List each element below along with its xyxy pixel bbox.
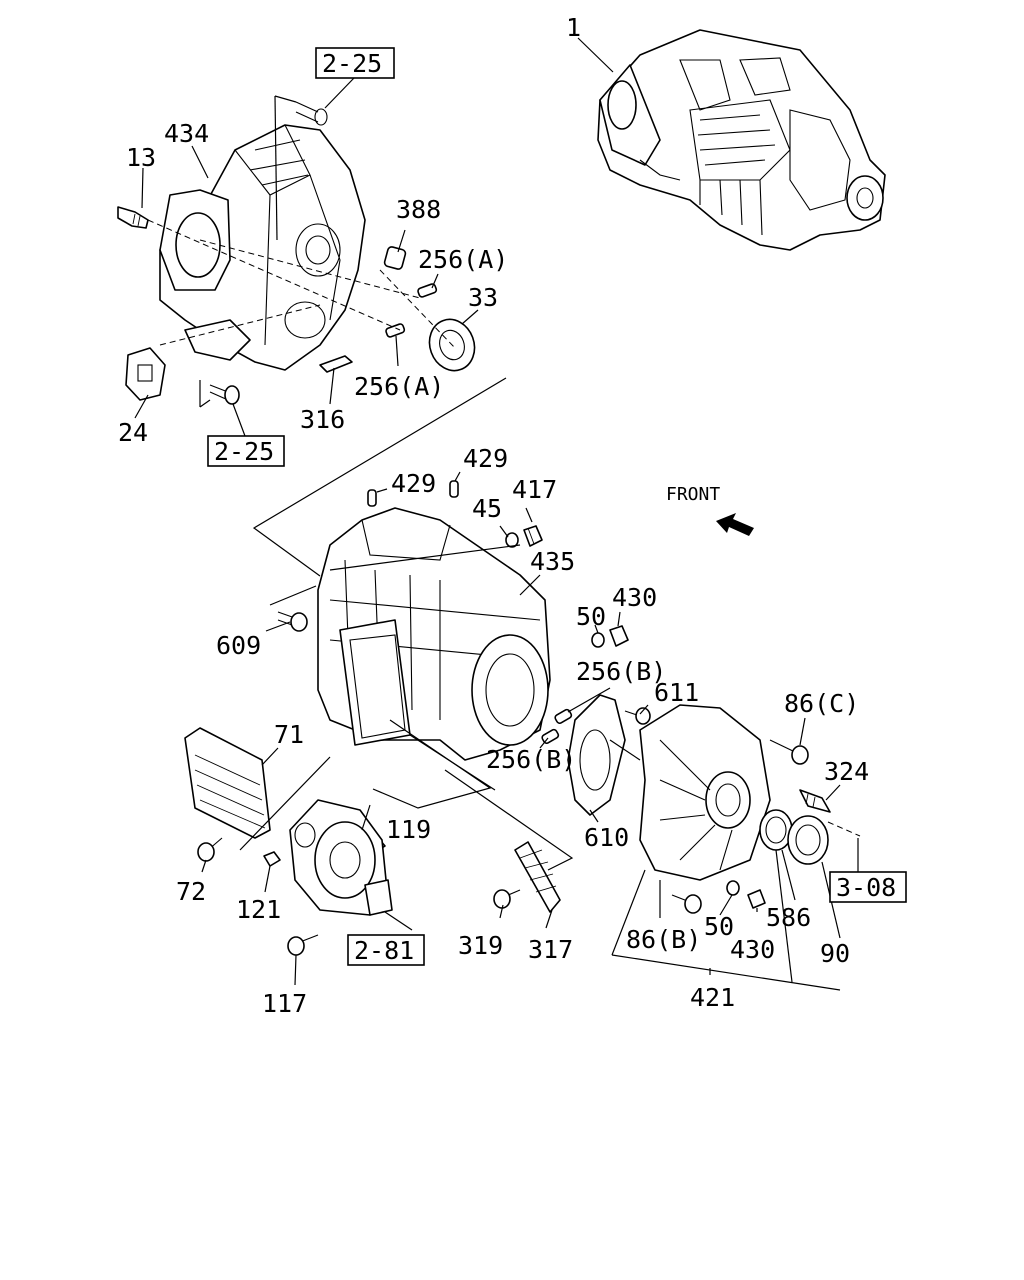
- bushing-388: [383, 246, 407, 270]
- ref-281-label: 2-81: [354, 936, 414, 965]
- callout-90: 90: [820, 939, 850, 968]
- main-case: [317, 507, 551, 761]
- callout-45: 45: [472, 494, 502, 523]
- bolt-13: [117, 206, 149, 229]
- bolt-ref-top: [295, 101, 319, 123]
- nut-121: [263, 851, 281, 867]
- transmission-assembly: [597, 29, 886, 251]
- callout-256b-top: 256(B): [576, 657, 666, 686]
- pto-unit: [289, 799, 393, 916]
- bolt-86b: [671, 894, 702, 914]
- callout-316: 316: [300, 405, 345, 434]
- pin-429-right: [449, 480, 459, 498]
- plug-430-bottom: [747, 889, 766, 909]
- callout-labels: 1 434 13 388 256(A) 33 256(A) 316 24 429…: [118, 13, 869, 1018]
- ref-box-225-bottom[interactable]: 2-25: [207, 435, 285, 467]
- plug-324: [799, 789, 831, 813]
- pin-256a-bottom: [385, 323, 406, 338]
- ref-box-308[interactable]: 3-08: [829, 871, 907, 903]
- side-cover-71: [184, 727, 271, 839]
- washer-50-bottom: [726, 880, 740, 896]
- callout-324: 324: [824, 757, 869, 786]
- rear-cover: [639, 704, 771, 881]
- bolt-ref-top-head: [314, 108, 328, 126]
- pin-429-left: [367, 489, 377, 507]
- callout-256a-top: 256(A): [418, 245, 508, 274]
- callout-421: 421: [690, 983, 735, 1012]
- bolt-319: [493, 889, 521, 909]
- callout-319: 319: [458, 931, 503, 960]
- plug-430-top: [609, 625, 629, 647]
- leader-lines: [134, 37, 859, 991]
- bolt-611: [624, 707, 651, 725]
- callout-256a-bottom: 256(A): [354, 372, 444, 401]
- bolt-72: [197, 837, 223, 862]
- callout-388: 388: [396, 195, 441, 224]
- bolt-ref-308: [827, 821, 861, 837]
- pin-256b-bottom: [541, 728, 560, 745]
- ref-308-label: 3-08: [836, 873, 896, 902]
- callout-86c: 86(C): [784, 689, 859, 718]
- ring-586: [759, 809, 793, 851]
- callout-609: 609: [216, 631, 261, 660]
- callout-430-bottom: 430: [730, 935, 775, 964]
- pin-256a-top: [417, 283, 438, 298]
- ref-box-281[interactable]: 2-81: [347, 934, 425, 966]
- callout-24: 24: [118, 418, 148, 447]
- ref-225-top-label: 2-25: [322, 49, 382, 78]
- callout-429-left: 429: [391, 469, 436, 498]
- callout-86b: 86(B): [626, 925, 701, 954]
- pin-256b-top: [554, 708, 573, 725]
- gasket-610: [567, 694, 626, 816]
- callout-430-top: 430: [612, 583, 657, 612]
- bolt-117: [287, 934, 319, 956]
- seal-90: [787, 815, 829, 865]
- callout-417: 417: [512, 475, 557, 504]
- bolt-609: [277, 611, 308, 632]
- callout-610: 610: [584, 823, 629, 852]
- callout-13: 13: [126, 143, 156, 172]
- washer-45: [505, 532, 519, 548]
- callout-50-top: 50: [576, 602, 606, 631]
- callout-1: 1: [566, 13, 581, 42]
- callout-434: 434: [164, 119, 209, 148]
- ref-225-bottom-label: 2-25: [214, 437, 274, 466]
- callout-121: 121: [236, 895, 281, 924]
- bolt-86c: [769, 739, 809, 765]
- callout-256b-bottom: 256(B): [486, 745, 576, 774]
- callout-71: 71: [274, 720, 304, 749]
- plug-417: [523, 525, 543, 547]
- callout-611: 611: [654, 678, 699, 707]
- part-24: [125, 347, 166, 401]
- callout-50-bottom: 50: [704, 912, 734, 941]
- bolt-ref-bottom-head: [224, 385, 240, 405]
- callout-33: 33: [468, 283, 498, 312]
- callout-72: 72: [176, 877, 206, 906]
- callout-317: 317: [528, 935, 573, 964]
- callout-586: 586: [766, 903, 811, 932]
- washer-50-top: [591, 632, 605, 648]
- callout-119: 119: [386, 815, 431, 844]
- callout-429-right: 429: [463, 444, 508, 473]
- ref-box-225-top[interactable]: 2-25: [315, 47, 395, 79]
- bell-housing: [159, 124, 366, 371]
- plate-316: [319, 355, 353, 373]
- callout-435: 435: [530, 547, 575, 576]
- front-label: FRONT: [666, 484, 720, 505]
- cover-317: [514, 841, 561, 913]
- front-arrow-icon: [716, 513, 754, 536]
- callout-117: 117: [262, 989, 307, 1018]
